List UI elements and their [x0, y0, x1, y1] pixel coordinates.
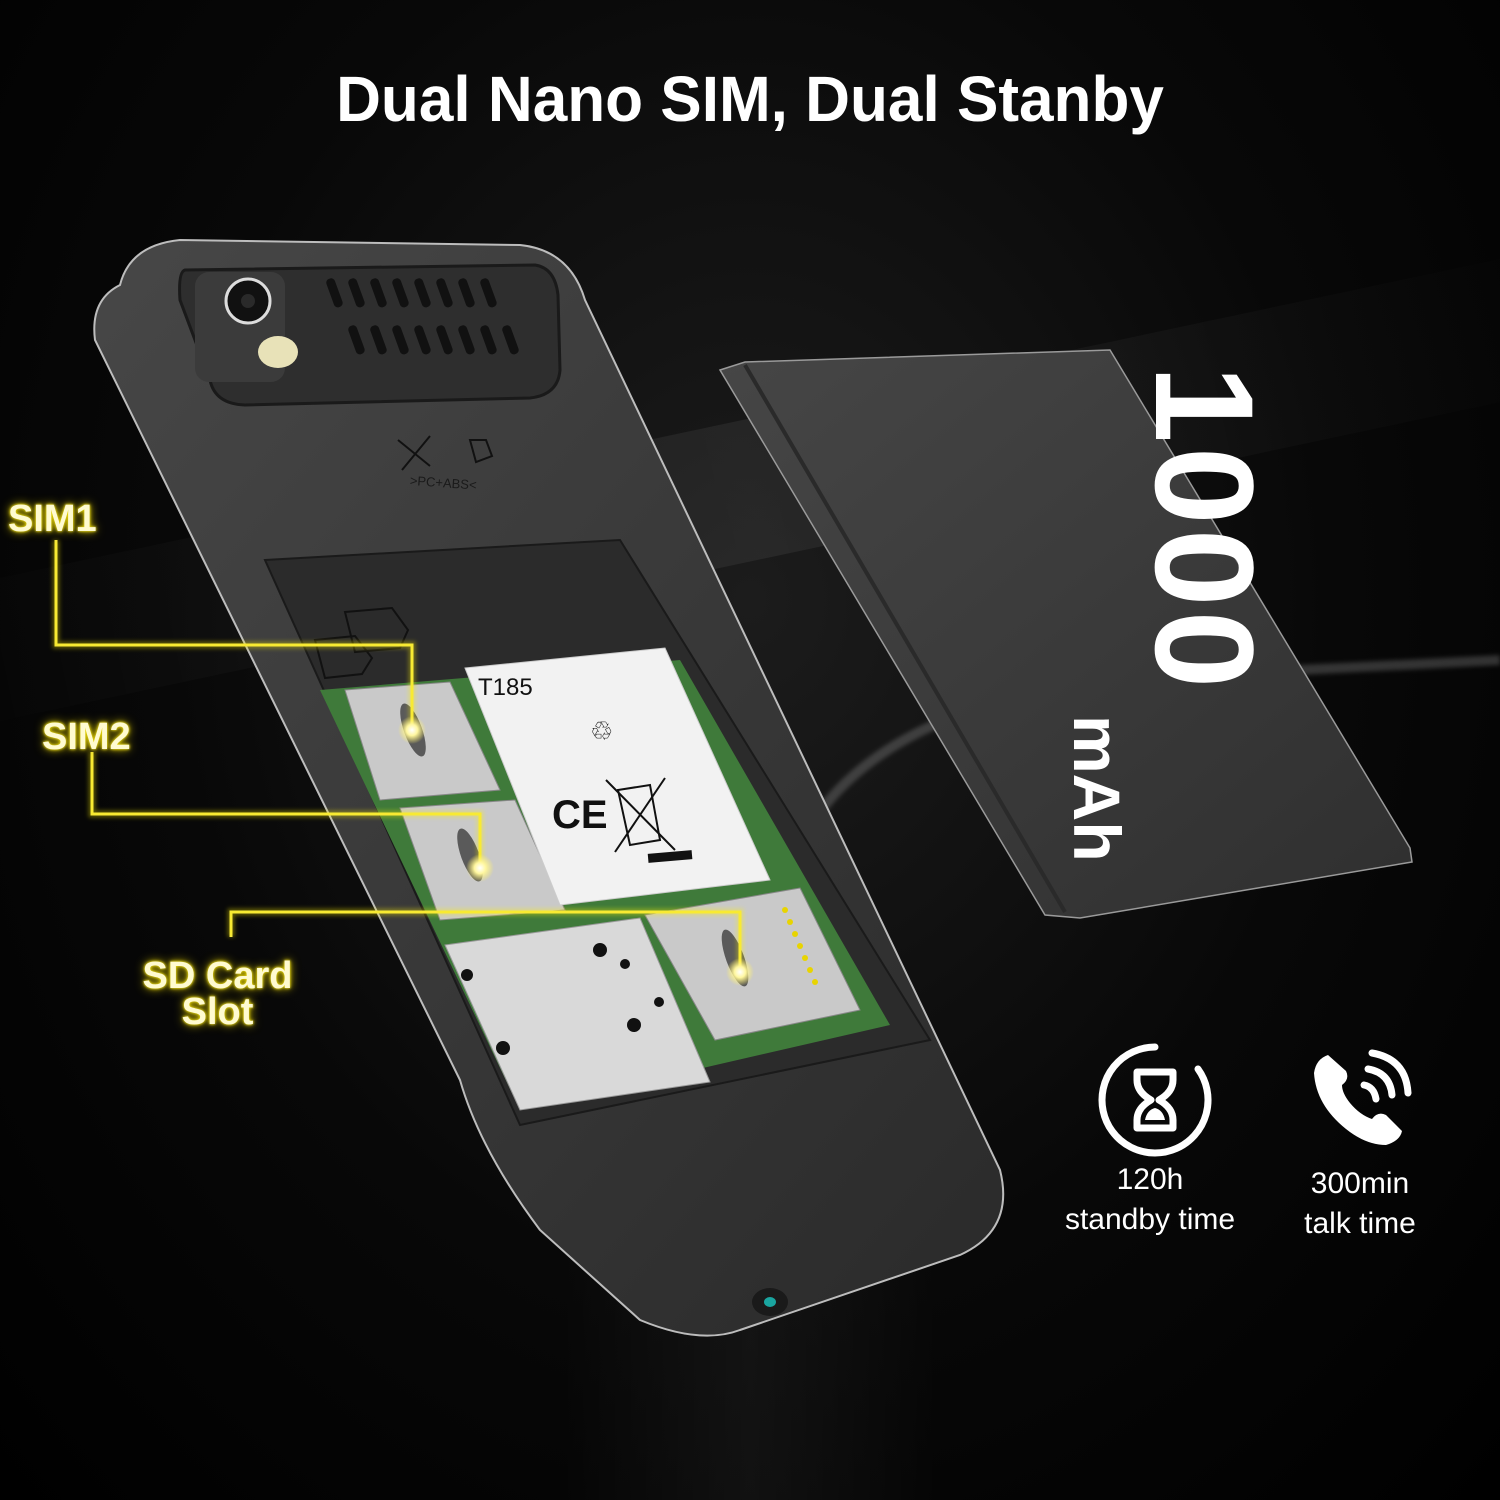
shield-plate	[444, 917, 711, 1111]
talk-value: 300min	[1310, 1167, 1410, 1200]
module-label: T185	[478, 674, 533, 701]
ce-mark-icon: CE	[552, 793, 608, 837]
sd-highlight-dot	[726, 958, 754, 986]
speaker-grille	[326, 278, 519, 355]
recycle-icon: ♲	[590, 716, 613, 746]
sim2-callout-label: SIM2	[42, 716, 131, 758]
battery-capacity-unit: mAh	[1060, 715, 1134, 862]
callout-lines-glow	[52, 540, 744, 972]
material-marking: >PC+ABS<	[409, 473, 477, 493]
flash-icon	[258, 336, 298, 368]
battery	[718, 349, 1413, 919]
module-label-plate	[464, 647, 771, 906]
talk-label: talk time	[1304, 1207, 1416, 1240]
weee-bin-icon	[605, 777, 676, 853]
sim1-callout-label: SIM1	[8, 498, 97, 540]
disposal-icons	[397, 435, 494, 471]
sd-callout-label: SD Card Slot	[130, 955, 305, 1033]
phone-back: >PC+ABS< T185 ♲ CE	[93, 238, 1005, 1337]
page-title: Dual Nano SIM, Dual Stanby	[336, 63, 1164, 135]
sd-callout-line2: Slot	[181, 991, 254, 1033]
standby-value: 120h	[1116, 1163, 1184, 1196]
camera-module	[178, 263, 562, 407]
standby-label: standby time	[1064, 1203, 1236, 1236]
sd-callout-line1: SD Card	[142, 955, 293, 997]
sd-card-slot	[644, 887, 861, 1041]
sim2-highlight-dot	[466, 854, 494, 882]
talk-spec: 300min talk time	[1260, 1164, 1460, 1244]
standby-spec: 120h standby time	[1040, 1160, 1260, 1240]
phone-call-icon	[1314, 1049, 1412, 1145]
hourglass-icon	[1098, 1043, 1212, 1157]
sim1-highlight-dot	[398, 716, 426, 744]
battery-capacity-value: 1000	[1126, 365, 1283, 693]
